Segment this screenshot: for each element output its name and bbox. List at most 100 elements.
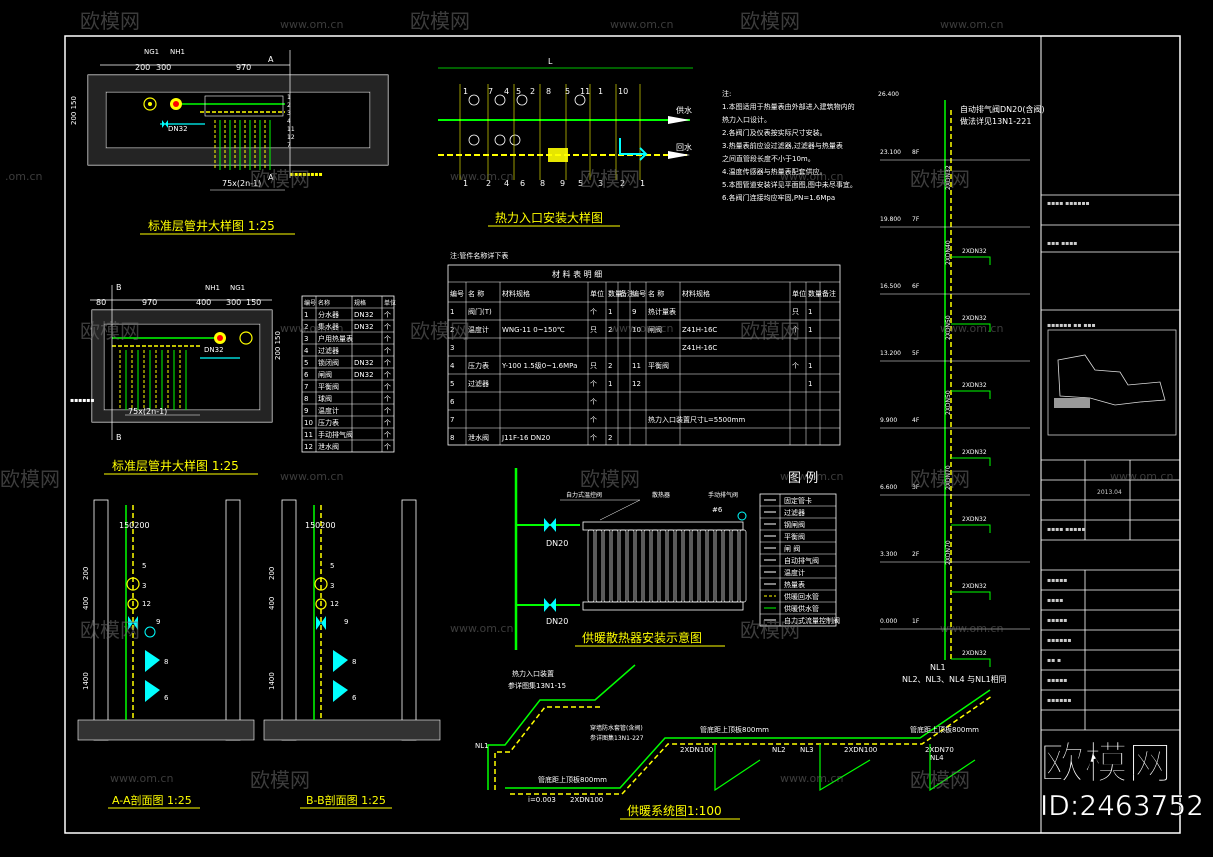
label-nl1: NL1 [475, 742, 489, 750]
label-ng1: NG1 [144, 48, 159, 56]
inlet-table-cell: Z41H-16C [682, 344, 717, 352]
riser-size: 2XDN50 [945, 390, 952, 415]
mat-table-cell: 压力表 [318, 418, 339, 427]
svg-text:欧模网: 欧模网 [80, 319, 140, 343]
inlet-table-cell: 2 [450, 326, 454, 334]
svg-text:欧模网: 欧模网 [740, 618, 800, 642]
inlet-table-cell: 10 [632, 326, 641, 334]
riser-branch: 2XDN32 [962, 248, 987, 255]
svg-text:www.om.cn: www.om.cn [280, 322, 343, 335]
legend-item: 自动排气阀 [784, 556, 819, 565]
watermark-id: ID:2463752 [1040, 789, 1204, 822]
riser-level: 6F [912, 283, 920, 290]
radiator-fin [635, 529, 643, 603]
mat-table-cell: 闸阀 [318, 370, 332, 379]
radiator-fin [619, 529, 627, 603]
label-nh1: NH1 [170, 48, 185, 56]
label-entry-ref: 参详图集13N1-15 [508, 681, 566, 690]
svg-text:欧模网: 欧模网 [580, 467, 640, 491]
mat-table-cell: 个 [384, 323, 391, 331]
inlet-table-cell: Z41H-16C [682, 326, 717, 334]
note-line: 4.温度传感器与热量表配套供应。 [722, 167, 827, 176]
mat-table-cell: 9 [304, 407, 308, 415]
mat-table-cell: 个 [384, 383, 391, 391]
svg-text:8: 8 [546, 87, 551, 96]
riser-branch: 2XDN32 [962, 516, 987, 523]
radiator-fin [699, 529, 707, 603]
riser-size: 2XDN32 [945, 165, 952, 190]
mat-table-cell: 泄水阀 [318, 442, 339, 451]
inlet-table-title: 材 料 表 明 细 [552, 269, 602, 279]
mat-table-cell: DN32 [354, 359, 374, 367]
radiator-fin [587, 529, 595, 603]
riser-size: 2XDN50 [945, 315, 952, 340]
legend-item: 热量表 [784, 580, 805, 589]
svg-text:2: 2 [620, 179, 625, 188]
mat-table-cell: 个 [384, 419, 391, 427]
label-dn100: 2XDN100 [570, 796, 603, 804]
legend-title: 图 例 [788, 471, 818, 486]
svg-text:www.om.cn: www.om.cn [610, 18, 673, 31]
radiator-fin [731, 529, 739, 603]
mat-table-cell: 分水器 [318, 310, 339, 319]
svg-text:www.om.cn: www.om.cn [280, 470, 343, 483]
svg-text:200 150: 200 150 [274, 331, 282, 360]
label-nl2: NL2 [772, 746, 786, 754]
svg-text:5: 5 [565, 87, 570, 96]
title-section-aa: A-A剖面图 1:25 [112, 793, 192, 807]
note-line: 3.热量表前应设过滤器,过滤器与热量表 [722, 141, 843, 150]
inlet-table-cell: Y-100 1.5级0~1.6MPa [501, 361, 577, 370]
svg-text:www.om.cn: www.om.cn [940, 322, 1003, 335]
svg-text:www.om.cn: www.om.cn [1110, 470, 1173, 483]
svg-text:欧模网: 欧模网 [740, 319, 800, 343]
svg-text:12: 12 [287, 134, 295, 141]
svg-text:B: B [116, 433, 122, 442]
legend-item: 固定管卡 [784, 496, 812, 505]
inlet-table-cell: 1 [608, 308, 612, 316]
svg-text:300: 300 [156, 63, 171, 72]
inlet-table-header: 材料规格 [502, 289, 530, 298]
svg-text:▪▪▪▪▪▪: ▪▪▪▪▪▪ [1047, 697, 1071, 704]
mat-table-cell: 个 [384, 443, 391, 451]
svg-text:1: 1 [463, 87, 468, 96]
mat-table-cell: 个 [384, 335, 391, 343]
dim-150: 150 [246, 298, 261, 307]
title-block-text: ▪▪▪▪ ▪▪▪▪▪▪ ▪▪▪ ▪▪▪▪ ▪▪▪▪▪▪ ▪▪ ▪▪▪ 2013.… [1047, 200, 1122, 704]
svg-text:200: 200 [135, 63, 150, 72]
watermarks: 欧模网 欧模网 欧模网 www.om.cn www.om.cn www.om.c… [0, 9, 1173, 792]
svg-text:欧模网: 欧模网 [250, 768, 310, 792]
svg-text:4: 4 [504, 87, 509, 96]
svg-text:10: 10 [618, 87, 628, 96]
title-std-shaft-2: 标准层管井大样图 1:25 [112, 458, 239, 473]
inlet-table-cell: 压力表 [468, 361, 489, 370]
svg-text:▪▪▪▪ ▪▪▪▪▪: ▪▪▪▪ ▪▪▪▪▪ [1047, 526, 1086, 533]
svg-text:管底距上顶板800mm: 管底距上顶板800mm [910, 725, 979, 734]
mat-table-cell: 2 [304, 323, 308, 331]
mat-table-cell: 锁闭阀 [318, 358, 339, 367]
svg-text:www.om.cn: www.om.cn [780, 170, 843, 183]
svg-text:▪▪▪▪: ▪▪▪▪ [1047, 597, 1063, 604]
riser-level: 5F [912, 350, 920, 357]
svg-text:▪▪▪▪▪: ▪▪▪▪▪ [1047, 677, 1067, 684]
inlet-table-cell: 1 [450, 308, 454, 316]
tb-date: 2013.04 [1097, 489, 1122, 496]
mat-table-cell: 12 [304, 443, 313, 451]
svg-text:6: 6 [520, 179, 525, 188]
mat-table-cell: 个 [384, 359, 391, 367]
mat-table-cell: 11 [304, 431, 313, 439]
label-under-1: 管底距上顶板800mm [538, 775, 607, 784]
mat-table-cell: 7 [304, 383, 308, 391]
svg-text:9: 9 [560, 179, 565, 188]
mat-table-cell: 个 [384, 311, 391, 319]
inlet-table-header: 材料规格 [682, 289, 710, 298]
svg-text:400: 400 [82, 597, 90, 610]
dim-970: 970 [236, 63, 251, 72]
svg-text:1: 1 [287, 94, 291, 101]
dim-80: 80 [96, 298, 106, 307]
svg-text:▪▪ ▪: ▪▪ ▪ [1047, 657, 1061, 664]
svg-text:www.om.cn: www.om.cn [450, 622, 513, 635]
mat-table-cell: 4 [304, 347, 309, 355]
svg-text:8: 8 [540, 179, 545, 188]
svg-text:11: 11 [580, 87, 590, 96]
